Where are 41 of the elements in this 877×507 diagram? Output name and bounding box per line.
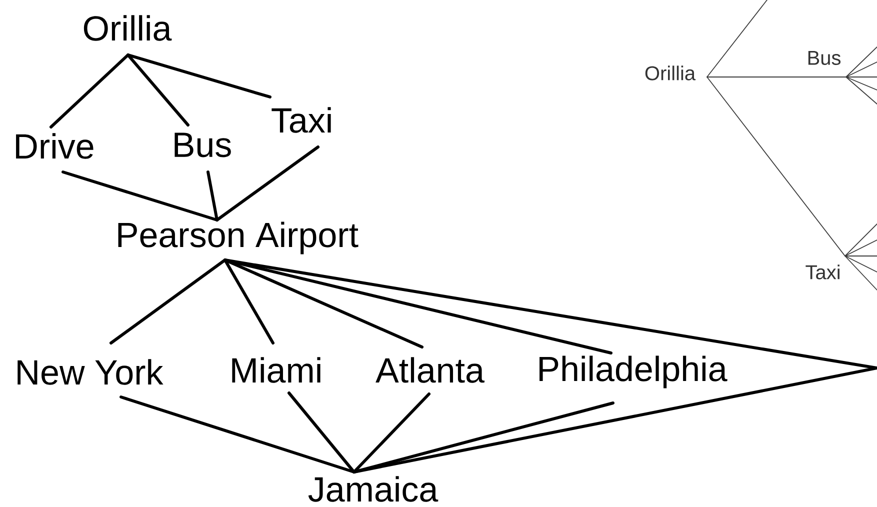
connector-line: [846, 76, 877, 104]
connector-line: [846, 46, 877, 78]
place-label: Drive: [16, 133, 94, 159]
connector-line: [224, 258, 274, 344]
tree-node-label: Bus: [808, 51, 840, 65]
connector-line: [110, 258, 226, 344]
connector-line: [224, 258, 612, 354]
place-label: Miami: [232, 357, 320, 383]
connector-line: [706, 0, 768, 78]
place-label: Atlanta: [376, 357, 484, 383]
connector-line: [706, 76, 846, 78]
connector-line: [844, 256, 877, 290]
connector-line: [224, 258, 877, 370]
place-label: Taxi: [272, 107, 331, 133]
connector-line: [120, 396, 356, 474]
connector-line: [844, 240, 877, 256]
connector-line: [288, 392, 356, 474]
connector-line: [352, 392, 430, 474]
tree-node-label: Orillia: [645, 66, 696, 80]
connector-line: [206, 170, 218, 222]
connector-line: [844, 224, 877, 256]
place-label: Pearson Airport: [118, 222, 358, 254]
place-label: New York: [18, 359, 164, 385]
connector-line: [216, 146, 320, 222]
connector-line: [846, 76, 877, 78]
connector-line: [846, 62, 877, 78]
connector-line: [706, 76, 846, 256]
connector-line: [62, 170, 218, 222]
place-label: Philadelphia: [540, 356, 728, 388]
connector-line: [846, 76, 877, 90]
connector-line: [126, 54, 190, 126]
connector-line: [844, 256, 877, 272]
connector-line: [126, 54, 272, 98]
connector-line: [352, 366, 877, 474]
place-label: Bus: [174, 132, 231, 158]
connector-line: [352, 402, 614, 474]
tree-node-label: Taxi: [806, 264, 840, 280]
place-label: Jamaica: [308, 476, 438, 502]
place-label: Orillia: [84, 15, 172, 41]
connector-line: [50, 54, 130, 128]
connector-line: [224, 258, 424, 348]
